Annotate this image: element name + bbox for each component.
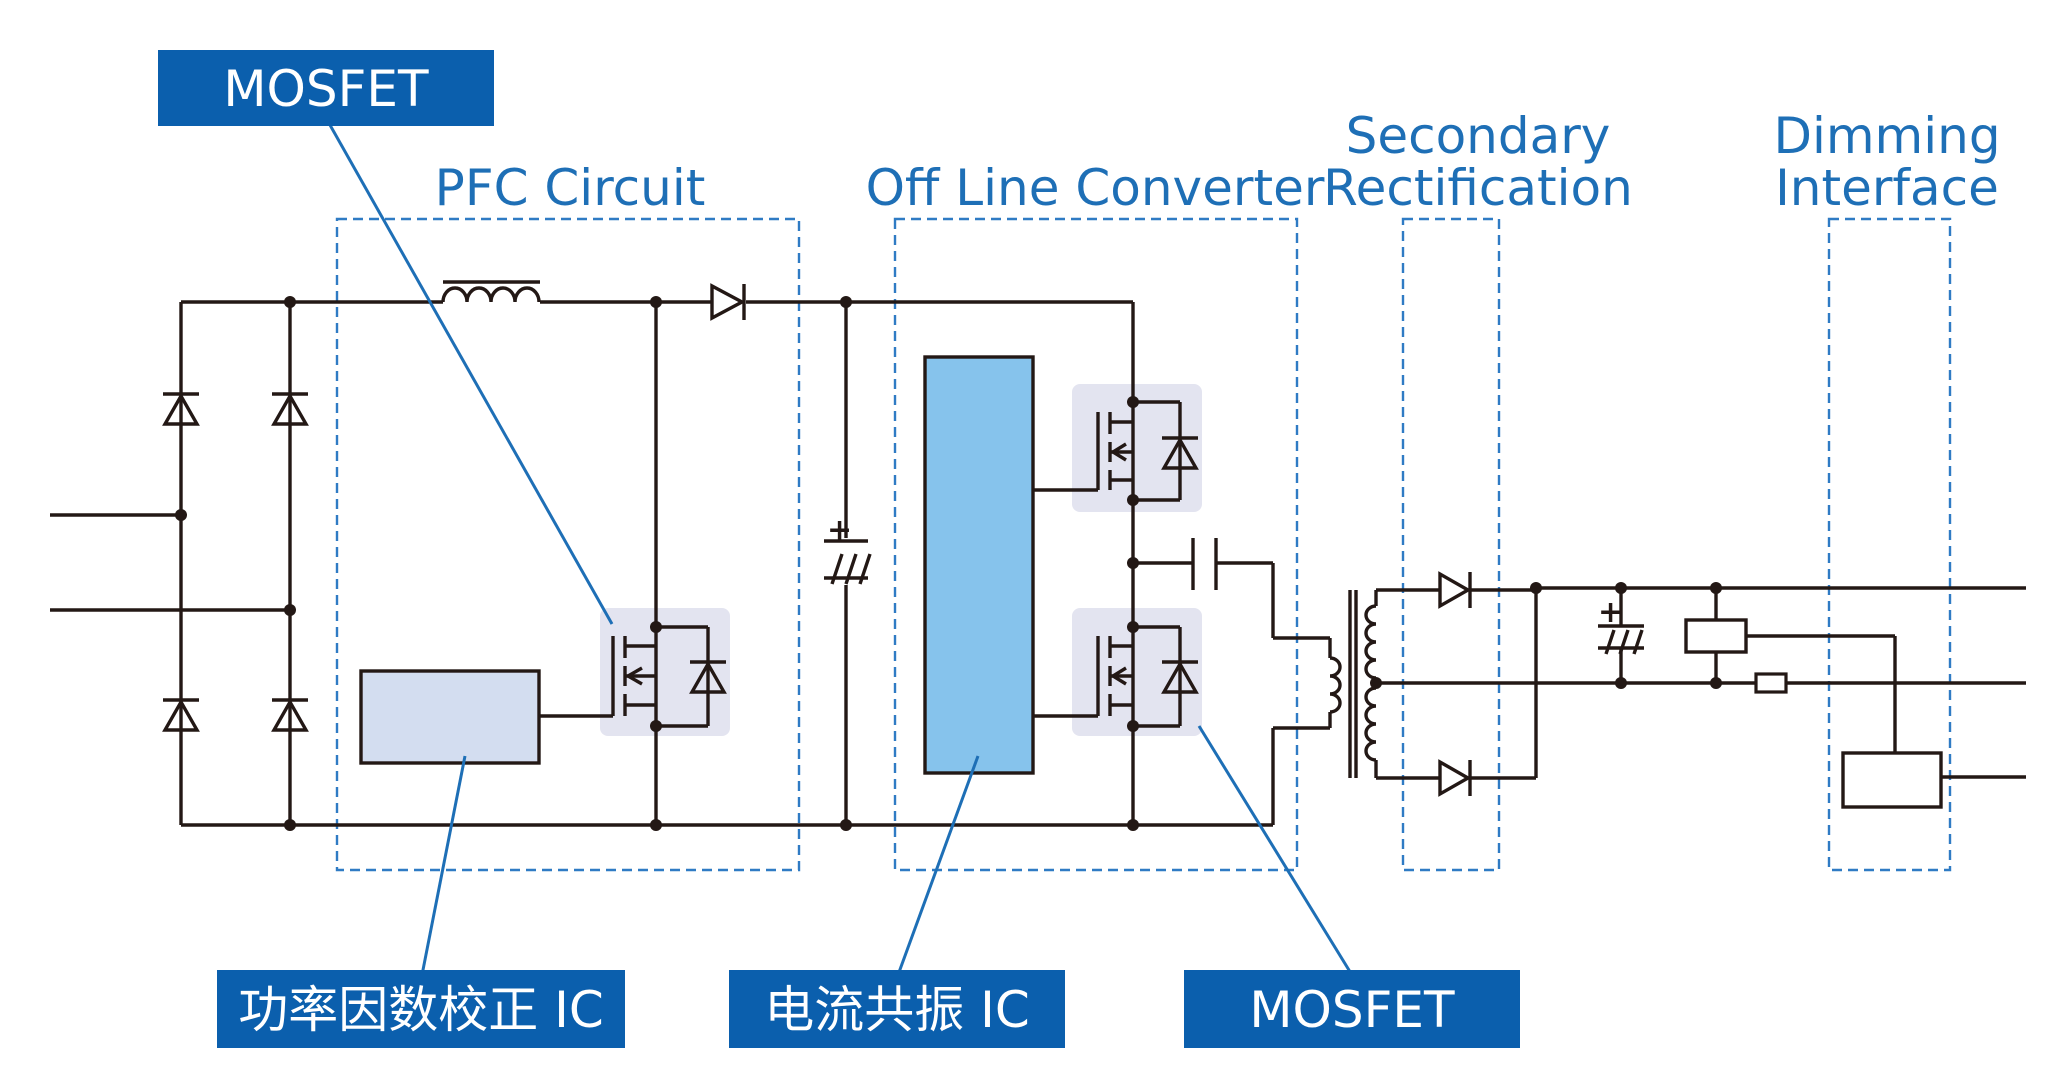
section-title-secondary-line1: Secondary: [1346, 107, 1611, 165]
callout-mosfet-top: MOSFET: [158, 50, 494, 126]
pfc-section-frame: [335, 217, 801, 872]
dimming-interface-block: [1841, 751, 1943, 809]
callout-resonant-ic-label: 电流共振 IC: [764, 981, 1030, 1039]
callout-resonant-ic: 电流共振 IC: [729, 970, 1065, 1048]
rectifier-diode-bottom: [1438, 759, 1472, 797]
output-cap-polarity-mark: +: [1598, 595, 1623, 630]
dimming-relay-block: [1684, 618, 1748, 654]
output-resistor: [1754, 672, 1788, 694]
callout-mosfet-bottom: MOSFET: [1184, 970, 1520, 1048]
bridge-diode-1: [162, 392, 200, 426]
bridge-diode-2: [271, 392, 309, 426]
high-side-mosfet-highlight: [1072, 384, 1202, 512]
bulk-electrolytic-capacitor: +: [824, 513, 872, 585]
pfc-mosfet-symbol: [611, 625, 727, 728]
callout-mosfet-top-label: MOSFET: [223, 60, 429, 118]
offline-converter-section-frame: [893, 217, 1299, 872]
low-side-mosfet-highlight: [1072, 608, 1202, 736]
leader-mosfet-bottom: [1197, 725, 1354, 976]
callout-mosfet-bottom-label: MOSFET: [1249, 981, 1455, 1039]
pfc-controller-ic: [359, 669, 541, 765]
resonant-capacitor: [1191, 538, 1218, 590]
callout-pfc-ic: 功率因数校正 IC: [217, 970, 625, 1048]
rectifier-diode-top: [1438, 571, 1472, 609]
section-title-secondary-line2: Rectification: [1323, 159, 1633, 217]
callout-pfc-ic-label: 功率因数校正 IC: [238, 981, 604, 1039]
output-electrolytic-capacitor: +: [1598, 595, 1644, 655]
resonant-controller-ic: [923, 355, 1035, 775]
junction-dots: [175, 296, 1722, 831]
secondary-rectification-section-frame: [1401, 217, 1501, 872]
leader-resonant-ic: [896, 755, 980, 976]
main-wiring: [50, 300, 2026, 827]
bridge-diode-4: [271, 698, 309, 732]
bulk-cap-polarity-mark: +: [827, 513, 852, 548]
leader-pfc-ic: [420, 755, 467, 976]
high-side-mosfet-symbol: [1096, 400, 1199, 502]
section-title-pfc: PFC Circuit: [435, 159, 706, 217]
pfc-inductor: [441, 280, 541, 303]
bridge-diode-3: [162, 698, 200, 732]
low-side-mosfet-symbol: [1096, 625, 1199, 728]
leader-mosfet-top: [328, 124, 614, 625]
section-title-dimming-line1: Dimming: [1773, 107, 2000, 165]
llc-transformer: [1329, 590, 1378, 778]
boost-diode: [710, 283, 746, 321]
dimming-interface-section-frame: [1827, 217, 1952, 872]
section-title-offline-converter: Off Line Converter: [866, 159, 1325, 217]
section-title-dimming-line2: Interface: [1775, 159, 1999, 217]
